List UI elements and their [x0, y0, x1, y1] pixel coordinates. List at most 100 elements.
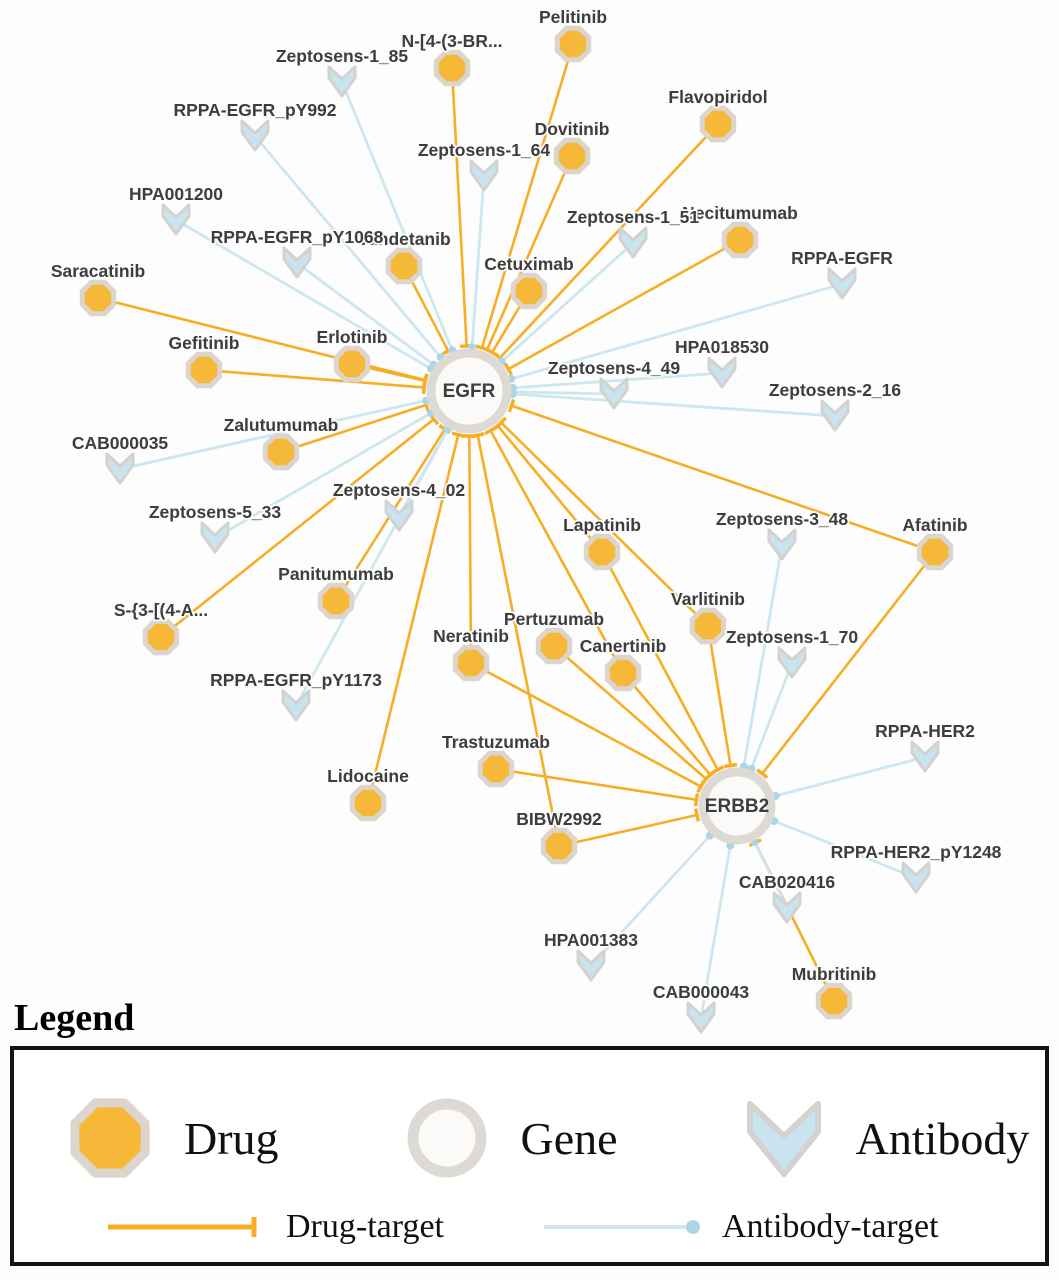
antibody-label-cab000035: CAB000035	[72, 433, 169, 453]
drug-node-erlotinib[interactable]	[333, 345, 371, 383]
antibody-target-edge-icon	[543, 1220, 700, 1234]
drug-label-canertinib: Canertinib	[580, 636, 667, 656]
drug-node-saracatinib[interactable]	[79, 279, 117, 317]
gene-node-erbb2[interactable]	[698, 767, 776, 845]
antibody-node-zep185[interactable]	[327, 65, 357, 98]
trastuzumab-erbb2-edge	[495, 767, 700, 807]
antibody-node-zep533[interactable]	[200, 521, 230, 554]
drug-node-afatinib[interactable]	[916, 533, 954, 571]
drug-octagon-icon	[70, 1098, 150, 1178]
drug-node-pertuzumab[interactable]	[535, 627, 573, 665]
antibody-node-rppaher2[interactable]	[910, 740, 940, 773]
antibody-node-py992[interactable]	[240, 119, 270, 152]
drug-node-trastuzumab[interactable]	[477, 750, 515, 788]
drug-node-panitumumab[interactable]	[317, 582, 355, 620]
drug-node-mubritinib[interactable]	[815, 982, 853, 1020]
lapatinib-erbb2-edge	[600, 551, 725, 775]
antibody-label-hpa018530: HPA018530	[675, 337, 769, 357]
drug-node-cetuximab[interactable]	[510, 272, 548, 310]
gefitinib-egfr-edge	[203, 368, 427, 395]
drug-label-vandetanib: Vandetanib	[357, 229, 450, 249]
drug-node-neratinib[interactable]	[452, 644, 490, 682]
zalutumumab-egfr-edge	[280, 398, 430, 454]
legend-drug-target-label: Drug-target	[286, 1208, 444, 1245]
antibody-node-py1248[interactable]	[901, 861, 931, 894]
zep170-erbb2-edge	[747, 662, 794, 773]
antibody-node-rppaegfr[interactable]	[827, 267, 857, 300]
gene-node-egfr[interactable]	[426, 348, 512, 434]
drug-node-lidocaine[interactable]	[349, 784, 387, 822]
drug-node-zalutumumab[interactable]	[262, 433, 300, 471]
drug-node-bibw2992[interactable]	[540, 827, 578, 865]
antibody-node-cab000035[interactable]	[105, 452, 135, 485]
py1068-egfr-edge	[296, 261, 438, 369]
antibody-node-zep348[interactable]	[767, 528, 797, 561]
zep164-egfr-edge	[468, 175, 486, 352]
canertinib-egfr-edge	[484, 425, 625, 674]
bibw2992-erbb2-edge	[558, 808, 701, 848]
antibody-node-hpa001383[interactable]	[576, 949, 606, 982]
node-layer	[79, 25, 954, 1034]
antibody-node-py1173[interactable]	[281, 689, 311, 722]
drug-target-edge-icon	[108, 1217, 257, 1237]
drug-node-s3_4a[interactable]	[142, 618, 180, 656]
lidocaine-egfr-edge	[366, 431, 466, 804]
varlitinib-erbb2-edge	[706, 625, 738, 769]
drug-label-flavopiridol: Flavopiridol	[668, 87, 767, 107]
antibody-label-rppaegfr: RPPA-EGFR	[791, 248, 893, 268]
antibody-label-py1173: RPPA-EGFR_pY1173	[210, 670, 382, 690]
antibody-label-py992: RPPA-EGFR_pY992	[173, 100, 336, 120]
antibody-node-cab000043[interactable]	[686, 1001, 716, 1034]
canertinib-erbb2-edge	[622, 672, 717, 781]
drug-node-pelitinib[interactable]	[554, 25, 592, 63]
saracatinib-egfr-edge	[97, 296, 429, 387]
legend-drug-label: Drug	[184, 1112, 279, 1164]
antibody-label-zep533: Zeptosens-5_33	[149, 502, 282, 522]
drug-node-canertinib[interactable]	[604, 654, 642, 692]
afatinib-erbb2-edge	[756, 551, 937, 780]
antibody-node-py1068[interactable]	[282, 246, 312, 279]
py1248-erbb2-edge	[770, 816, 917, 880]
antibody-label-py1248: RPPA-HER2_pY1248	[831, 842, 1002, 862]
legend-item-drug: Drug	[62, 1090, 279, 1186]
drug-node-gefitinib[interactable]	[185, 351, 223, 389]
antibody-node-zep402[interactable]	[384, 499, 414, 532]
dovitinib-egfr-edge	[480, 155, 574, 354]
drug-label-saracatinib: Saracatinib	[51, 261, 145, 281]
antibody-node-hpa018530[interactable]	[707, 356, 737, 389]
antibody-node-zep151[interactable]	[618, 226, 648, 259]
antibody-node-cab020416[interactable]	[772, 891, 802, 924]
zep151-egfr-edge	[497, 241, 634, 366]
antibody-node-zep164[interactable]	[469, 159, 499, 192]
drug-label-trastuzumab: Trastuzumab	[442, 732, 550, 752]
antibody-node-zep170[interactable]	[777, 646, 807, 679]
antibody-label-rppaher2: RPPA-HER2	[875, 721, 975, 741]
legend-box: Drug Gene Antibody Dr	[10, 1046, 1049, 1266]
cab000043-erbb2-edge	[699, 841, 735, 1019]
drug-label-gefitinib: Gefitinib	[169, 333, 240, 353]
antibody-node-zep449[interactable]	[599, 377, 629, 410]
antibody-label-py1068: RPPA-EGFR_pY1068	[211, 227, 384, 247]
antibody-label-cab000043: CAB000043	[653, 982, 750, 1002]
antibody-node-hpa001200[interactable]	[161, 203, 191, 236]
zep533-egfr-edge	[214, 409, 435, 540]
zep185-egfr-edge	[340, 81, 457, 355]
drug-node-n4_3br[interactable]	[433, 49, 471, 87]
drug-label-mubritinib: Mubritinib	[792, 964, 877, 984]
drug-node-vandetanib[interactable]	[385, 247, 423, 285]
neratinib-egfr-edge	[462, 434, 476, 664]
drug-node-necitumumab[interactable]	[721, 221, 759, 259]
pelitinib-egfr-edge	[475, 43, 575, 352]
varlitinib-egfr-edge	[495, 416, 709, 627]
antibody-node-zep216[interactable]	[820, 399, 850, 432]
legend-title: Legend	[14, 997, 135, 1039]
drug-node-flavopiridol[interactable]	[699, 105, 737, 143]
drug-label-panitumumab: Panitumumab	[278, 564, 394, 584]
drug-node-dovitinib[interactable]	[553, 137, 591, 175]
antibody-label-cab020416: CAB020416	[739, 872, 836, 892]
cab020416-erbb2-edge	[750, 837, 789, 909]
drug-node-varlitinib[interactable]	[689, 607, 727, 645]
drug-node-lapatinib[interactable]	[583, 533, 621, 571]
drug-label-neratinib: Neratinib	[433, 626, 509, 646]
